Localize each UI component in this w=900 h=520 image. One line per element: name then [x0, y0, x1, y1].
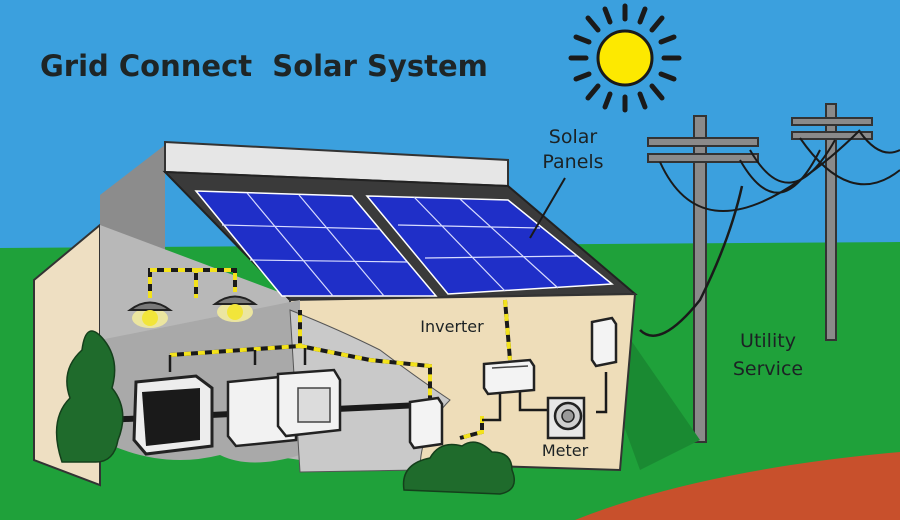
inverter-box-icon — [482, 358, 536, 396]
breaker-box-icon — [408, 396, 444, 450]
solar-panels-label-line1: Solar — [549, 126, 598, 148]
utility-service-label-line2: Service — [733, 358, 803, 380]
wiring — [148, 185, 744, 440]
sun-icon — [568, 3, 682, 113]
inverter-label: Inverter — [420, 317, 484, 336]
utility-service-label: Utility Service — [733, 330, 803, 380]
solar-panels-label: Solar Panels — [529, 126, 604, 239]
breaker-box-icon — [590, 316, 618, 368]
appliance-icon — [226, 368, 342, 448]
tv-icon — [132, 374, 214, 456]
lamp-icon — [126, 295, 259, 328]
diagram-title: Grid Connect Solar System — [40, 49, 488, 83]
utility-service-label-line1: Utility — [740, 330, 796, 352]
utility-pole-icon — [647, 103, 900, 443]
meter-label: Meter — [542, 441, 589, 460]
solar-panels-label-line2: Panels — [542, 151, 603, 173]
bush-icon — [55, 330, 515, 495]
solar-panel-icon — [194, 190, 614, 297]
electric-meter-icon — [546, 396, 586, 440]
dirt-path — [575, 452, 900, 520]
